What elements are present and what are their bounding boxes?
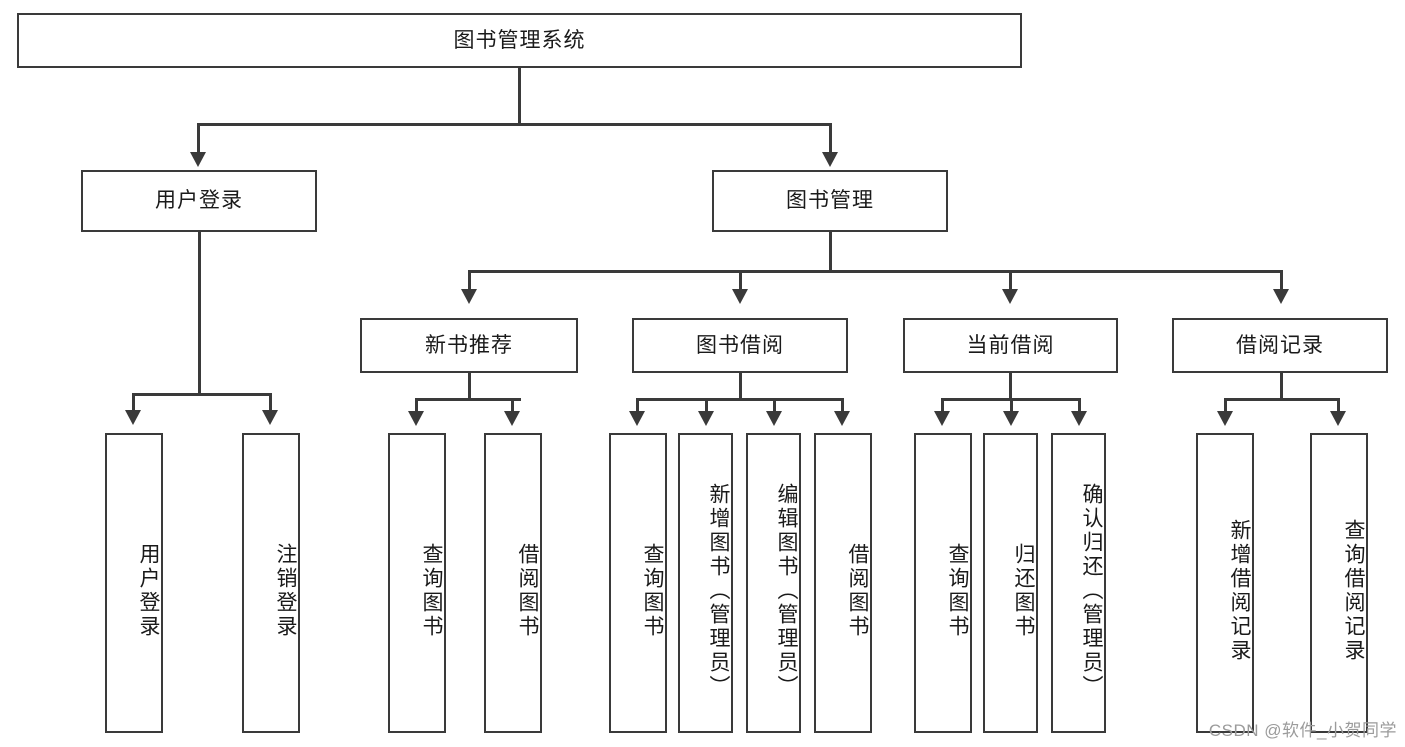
leaf-book-borrow-borrow[interactable]: 借阅图书: [814, 433, 872, 733]
connector-current-borrow-leaf-2: [1010, 398, 1013, 412]
node-root-book-management-system[interactable]: 图书管理系统: [17, 13, 1022, 68]
connector-borrow-record-bus: [1224, 398, 1339, 401]
connector-user-login-stem: [198, 232, 201, 395]
arrowhead-book-borrow-leaf-4: [834, 411, 850, 426]
node-label: 确认归还（管理员）: [1080, 483, 1103, 699]
connector-book-borrow-bus: [636, 398, 843, 401]
node-current-borrow[interactable]: 当前借阅: [903, 318, 1118, 373]
connector-bm-to-book-borrow: [739, 270, 742, 290]
arrowhead-root-to-user-login: [190, 152, 206, 167]
leaf-new-book-borrow[interactable]: 借阅图书: [484, 433, 542, 733]
connector-book-management-bus: [468, 270, 1280, 273]
leaf-book-borrow-query[interactable]: 查询图书: [609, 433, 667, 733]
connector-book-management-stem: [829, 232, 832, 272]
connector-user-login-bus: [132, 393, 269, 396]
node-label: 图书借阅: [696, 333, 784, 357]
node-user-login[interactable]: 用户登录: [81, 170, 317, 232]
connector-bm-to-current-borrow: [1009, 270, 1012, 290]
leaf-current-borrow-return[interactable]: 归还图书: [983, 433, 1038, 733]
node-new-book-recommend[interactable]: 新书推荐: [360, 318, 578, 373]
connector-current-borrow-leaf-1: [941, 398, 944, 412]
connector-book-borrow-leaf-3: [773, 398, 776, 412]
connector-new-book-leaf-2: [511, 398, 514, 412]
leaf-current-borrow-query[interactable]: 查询图书: [914, 433, 972, 733]
connector-current-borrow-leaf-3: [1078, 398, 1081, 412]
connector-bm-to-new-book: [468, 270, 471, 290]
arrowhead-borrow-record-leaf-1: [1217, 411, 1233, 426]
connector-borrow-record-leaf-2: [1337, 398, 1340, 412]
node-label: 查询图书: [641, 543, 664, 639]
arrowhead-new-book-leaf-1: [408, 411, 424, 426]
connector-root-to-book-management: [829, 123, 832, 153]
node-label: 图书管理系统: [453, 28, 586, 52]
connector-book-borrow-stem: [739, 373, 742, 400]
leaf-borrow-record-query[interactable]: 查询借阅记录: [1310, 433, 1368, 733]
connector-user-login-to-leaf-2: [269, 393, 272, 411]
arrowhead-user-login-leaf-2: [262, 410, 278, 425]
arrowhead-user-login-leaf-1: [125, 410, 141, 425]
node-book-management[interactable]: 图书管理: [712, 170, 948, 232]
node-label: 用户登录: [137, 543, 160, 639]
arrowhead-book-borrow-leaf-1: [629, 411, 645, 426]
node-label: 查询借阅记录: [1342, 519, 1365, 663]
connector-borrow-record-stem: [1280, 373, 1283, 400]
node-label: 查询图书: [946, 543, 969, 639]
node-label: 当前借阅: [966, 333, 1055, 357]
arrowhead-new-book-leaf-2: [504, 411, 520, 426]
arrowhead-root-to-book-management: [822, 152, 838, 167]
node-label: 归还图书: [1012, 543, 1035, 639]
arrowhead-borrow-record-leaf-2: [1330, 411, 1346, 426]
arrowhead-bm-to-book-borrow: [732, 289, 748, 304]
leaf-book-borrow-edit-admin[interactable]: 编辑图书（管理员）: [746, 433, 801, 733]
connector-new-book-leaf-1: [415, 398, 418, 412]
connector-root-stem: [518, 68, 521, 123]
arrowhead-bm-to-borrow-record: [1273, 289, 1289, 304]
connector-new-book-bus: [415, 398, 521, 401]
connector-book-borrow-leaf-4: [841, 398, 844, 412]
arrowhead-current-borrow-leaf-3: [1071, 411, 1087, 426]
connector-root-to-user-login: [197, 123, 200, 153]
arrowhead-bm-to-new-book: [461, 289, 477, 304]
arrowhead-book-borrow-leaf-3: [766, 411, 782, 426]
node-label: 新增图书（管理员）: [707, 483, 730, 699]
node-label: 注销登录: [274, 543, 297, 639]
arrowhead-current-borrow-leaf-2: [1003, 411, 1019, 426]
node-label: 借阅图书: [516, 543, 539, 639]
connector-current-borrow-stem: [1009, 373, 1012, 400]
node-label: 编辑图书（管理员）: [775, 483, 798, 699]
connector-borrow-record-leaf-1: [1224, 398, 1227, 412]
node-book-borrow[interactable]: 图书借阅: [632, 318, 848, 373]
node-label: 用户登录: [155, 189, 243, 213]
leaf-new-book-query[interactable]: 查询图书: [388, 433, 446, 733]
node-label: 查询图书: [420, 543, 443, 639]
node-borrow-record[interactable]: 借阅记录: [1172, 318, 1388, 373]
leaf-user-login[interactable]: 用户登录: [105, 433, 163, 733]
connector-user-login-to-leaf-1: [132, 393, 135, 411]
connector-new-book-stem: [468, 373, 471, 400]
node-label: 新书推荐: [425, 333, 513, 357]
leaf-borrow-record-add[interactable]: 新增借阅记录: [1196, 433, 1254, 733]
arrowhead-current-borrow-leaf-1: [934, 411, 950, 426]
connector-book-borrow-leaf-2: [705, 398, 708, 412]
connector-root-bus: [197, 123, 831, 126]
leaf-book-borrow-add-admin[interactable]: 新增图书（管理员）: [678, 433, 733, 733]
leaf-current-borrow-confirm-admin[interactable]: 确认归还（管理员）: [1051, 433, 1106, 733]
connector-book-borrow-leaf-1: [636, 398, 639, 412]
node-label: 新增借阅记录: [1228, 519, 1251, 663]
node-label: 借阅记录: [1236, 333, 1324, 357]
connector-bm-to-borrow-record: [1280, 270, 1283, 290]
arrowhead-book-borrow-leaf-2: [698, 411, 714, 426]
arrowhead-bm-to-current-borrow: [1002, 289, 1018, 304]
leaf-user-logout[interactable]: 注销登录: [242, 433, 300, 733]
node-label: 借阅图书: [846, 543, 869, 639]
node-label: 图书管理: [786, 189, 874, 213]
